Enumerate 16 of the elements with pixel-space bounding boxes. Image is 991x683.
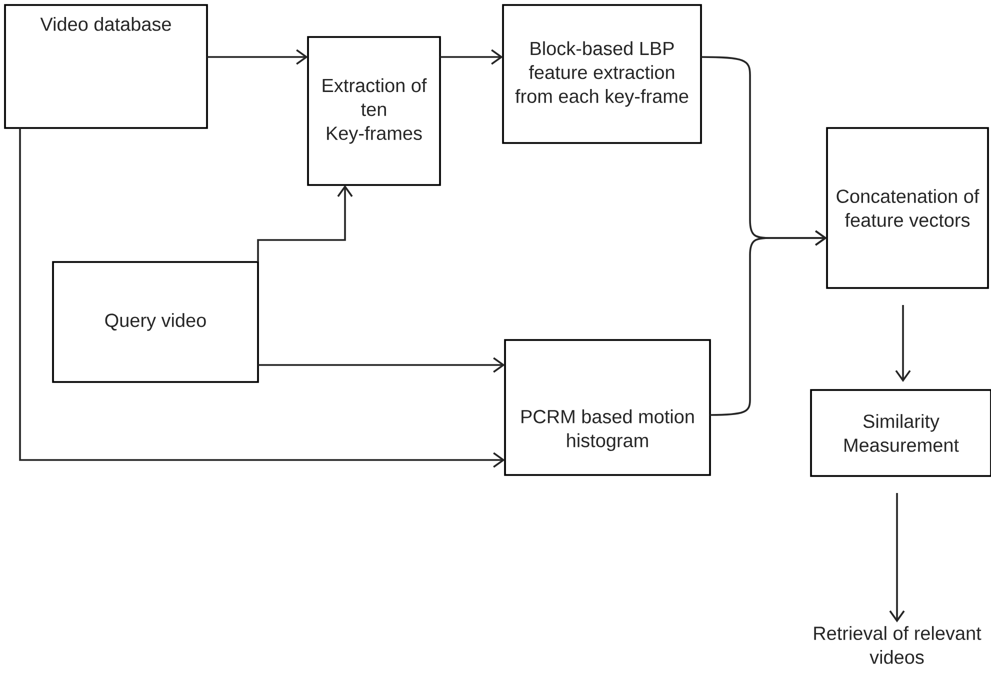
arrow bbox=[895, 305, 911, 382]
arrow bbox=[258, 357, 506, 373]
process-box: Similarity Measurement bbox=[810, 389, 991, 477]
output-text: Retrieval of relevant videos bbox=[814, 626, 982, 664]
arrow bbox=[889, 493, 905, 622]
process-box: Video database bbox=[4, 4, 208, 129]
arrow bbox=[710, 230, 828, 416]
arrow bbox=[207, 49, 308, 65]
arrow bbox=[257, 185, 353, 262]
process-box: Query video bbox=[52, 261, 259, 383]
process-box: Extraction of ten Key-frames bbox=[307, 36, 441, 186]
process-box: Concatenation of feature vectors bbox=[826, 127, 989, 289]
process-box: PCRM based motion histogram bbox=[504, 339, 711, 476]
process-box: Block-based LBP feature extraction from each key-frame bbox=[502, 4, 702, 144]
arrow bbox=[19, 128, 506, 468]
arrow bbox=[440, 49, 503, 65]
